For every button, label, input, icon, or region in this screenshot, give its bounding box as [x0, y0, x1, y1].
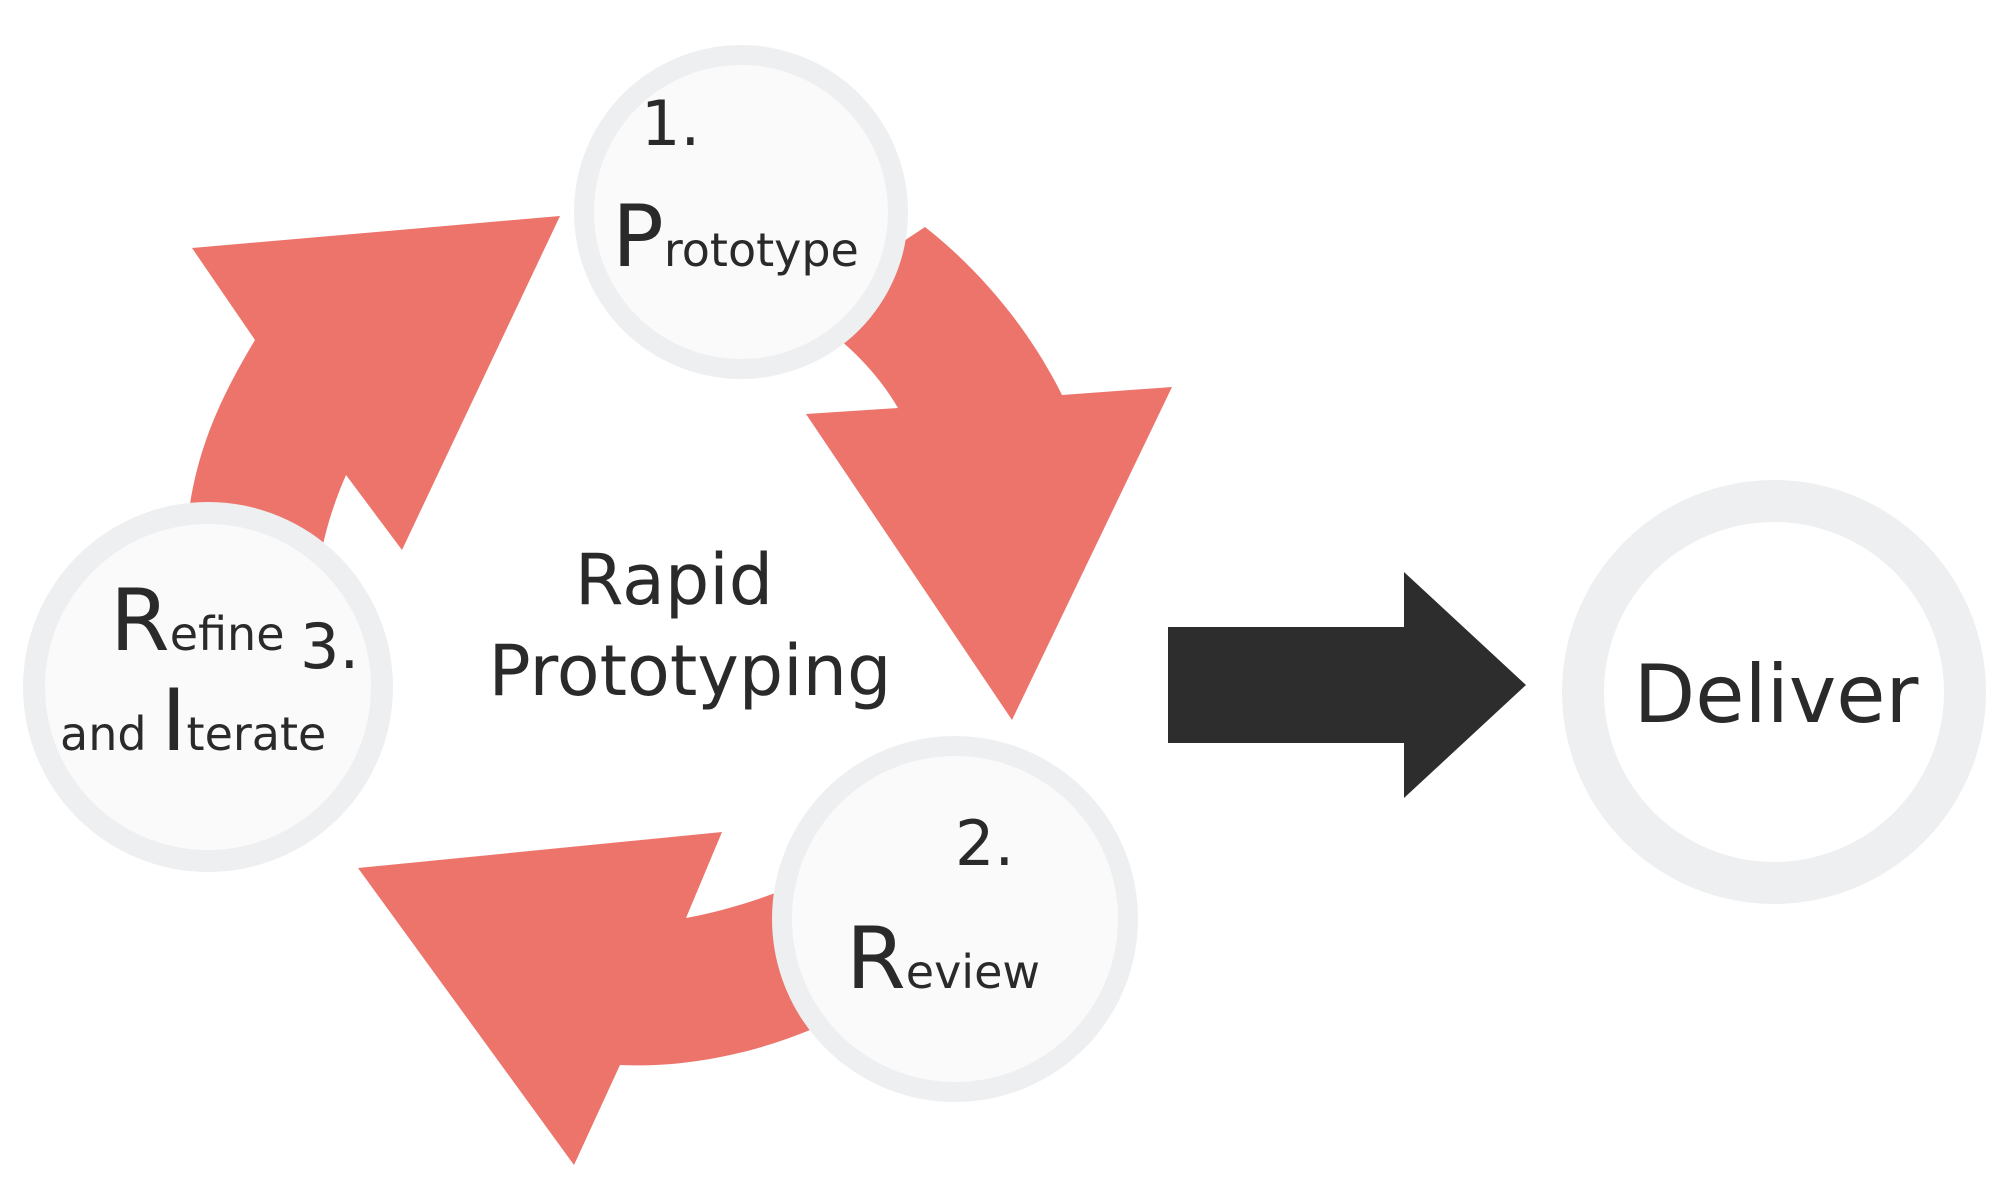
deliver-label: Deliver — [1634, 648, 1919, 741]
center-title-line2: Prototyping — [489, 630, 892, 712]
step-3-number: 3. — [300, 610, 359, 683]
step-3-initial: R — [110, 571, 170, 671]
step-circle-prototype — [574, 45, 908, 379]
step-1-number: 1. — [641, 87, 700, 160]
circle-face — [45, 524, 371, 850]
circle-face — [792, 756, 1118, 1082]
step-2-initial: R — [846, 909, 906, 1009]
step-3-rest: efine — [170, 607, 285, 661]
step-3-initial2: I — [161, 671, 186, 771]
circle-face — [1604, 522, 1944, 862]
step-3-label-line1: Refine — [110, 571, 285, 671]
step-1-rest: rototype — [664, 223, 859, 277]
center-title-line1: Rapid — [575, 539, 773, 621]
arrow-prototype-to-review — [800, 227, 1172, 720]
step-2-rest: eview — [906, 945, 1040, 999]
step-3-prefix2: and — [60, 707, 161, 761]
deliver-circle — [1562, 480, 1986, 904]
arrow-refine-to-prototype — [190, 216, 560, 560]
step-1-initial: P — [612, 187, 664, 287]
circle-face — [594, 65, 888, 359]
arrow-review-to-refine — [358, 832, 810, 1165]
step-2-label: Review — [846, 909, 1040, 1009]
step-circle-review — [772, 736, 1138, 1102]
step-3-label-line2: and Iterate — [60, 671, 326, 771]
cycle-arrows — [190, 216, 1172, 1165]
step-2-number: 2. — [955, 807, 1014, 880]
deliver-arrow — [1168, 572, 1526, 798]
step-3-rest2: terate — [187, 707, 327, 761]
step-1-label: Prototype — [612, 187, 859, 287]
step-circle-refine — [23, 502, 393, 872]
